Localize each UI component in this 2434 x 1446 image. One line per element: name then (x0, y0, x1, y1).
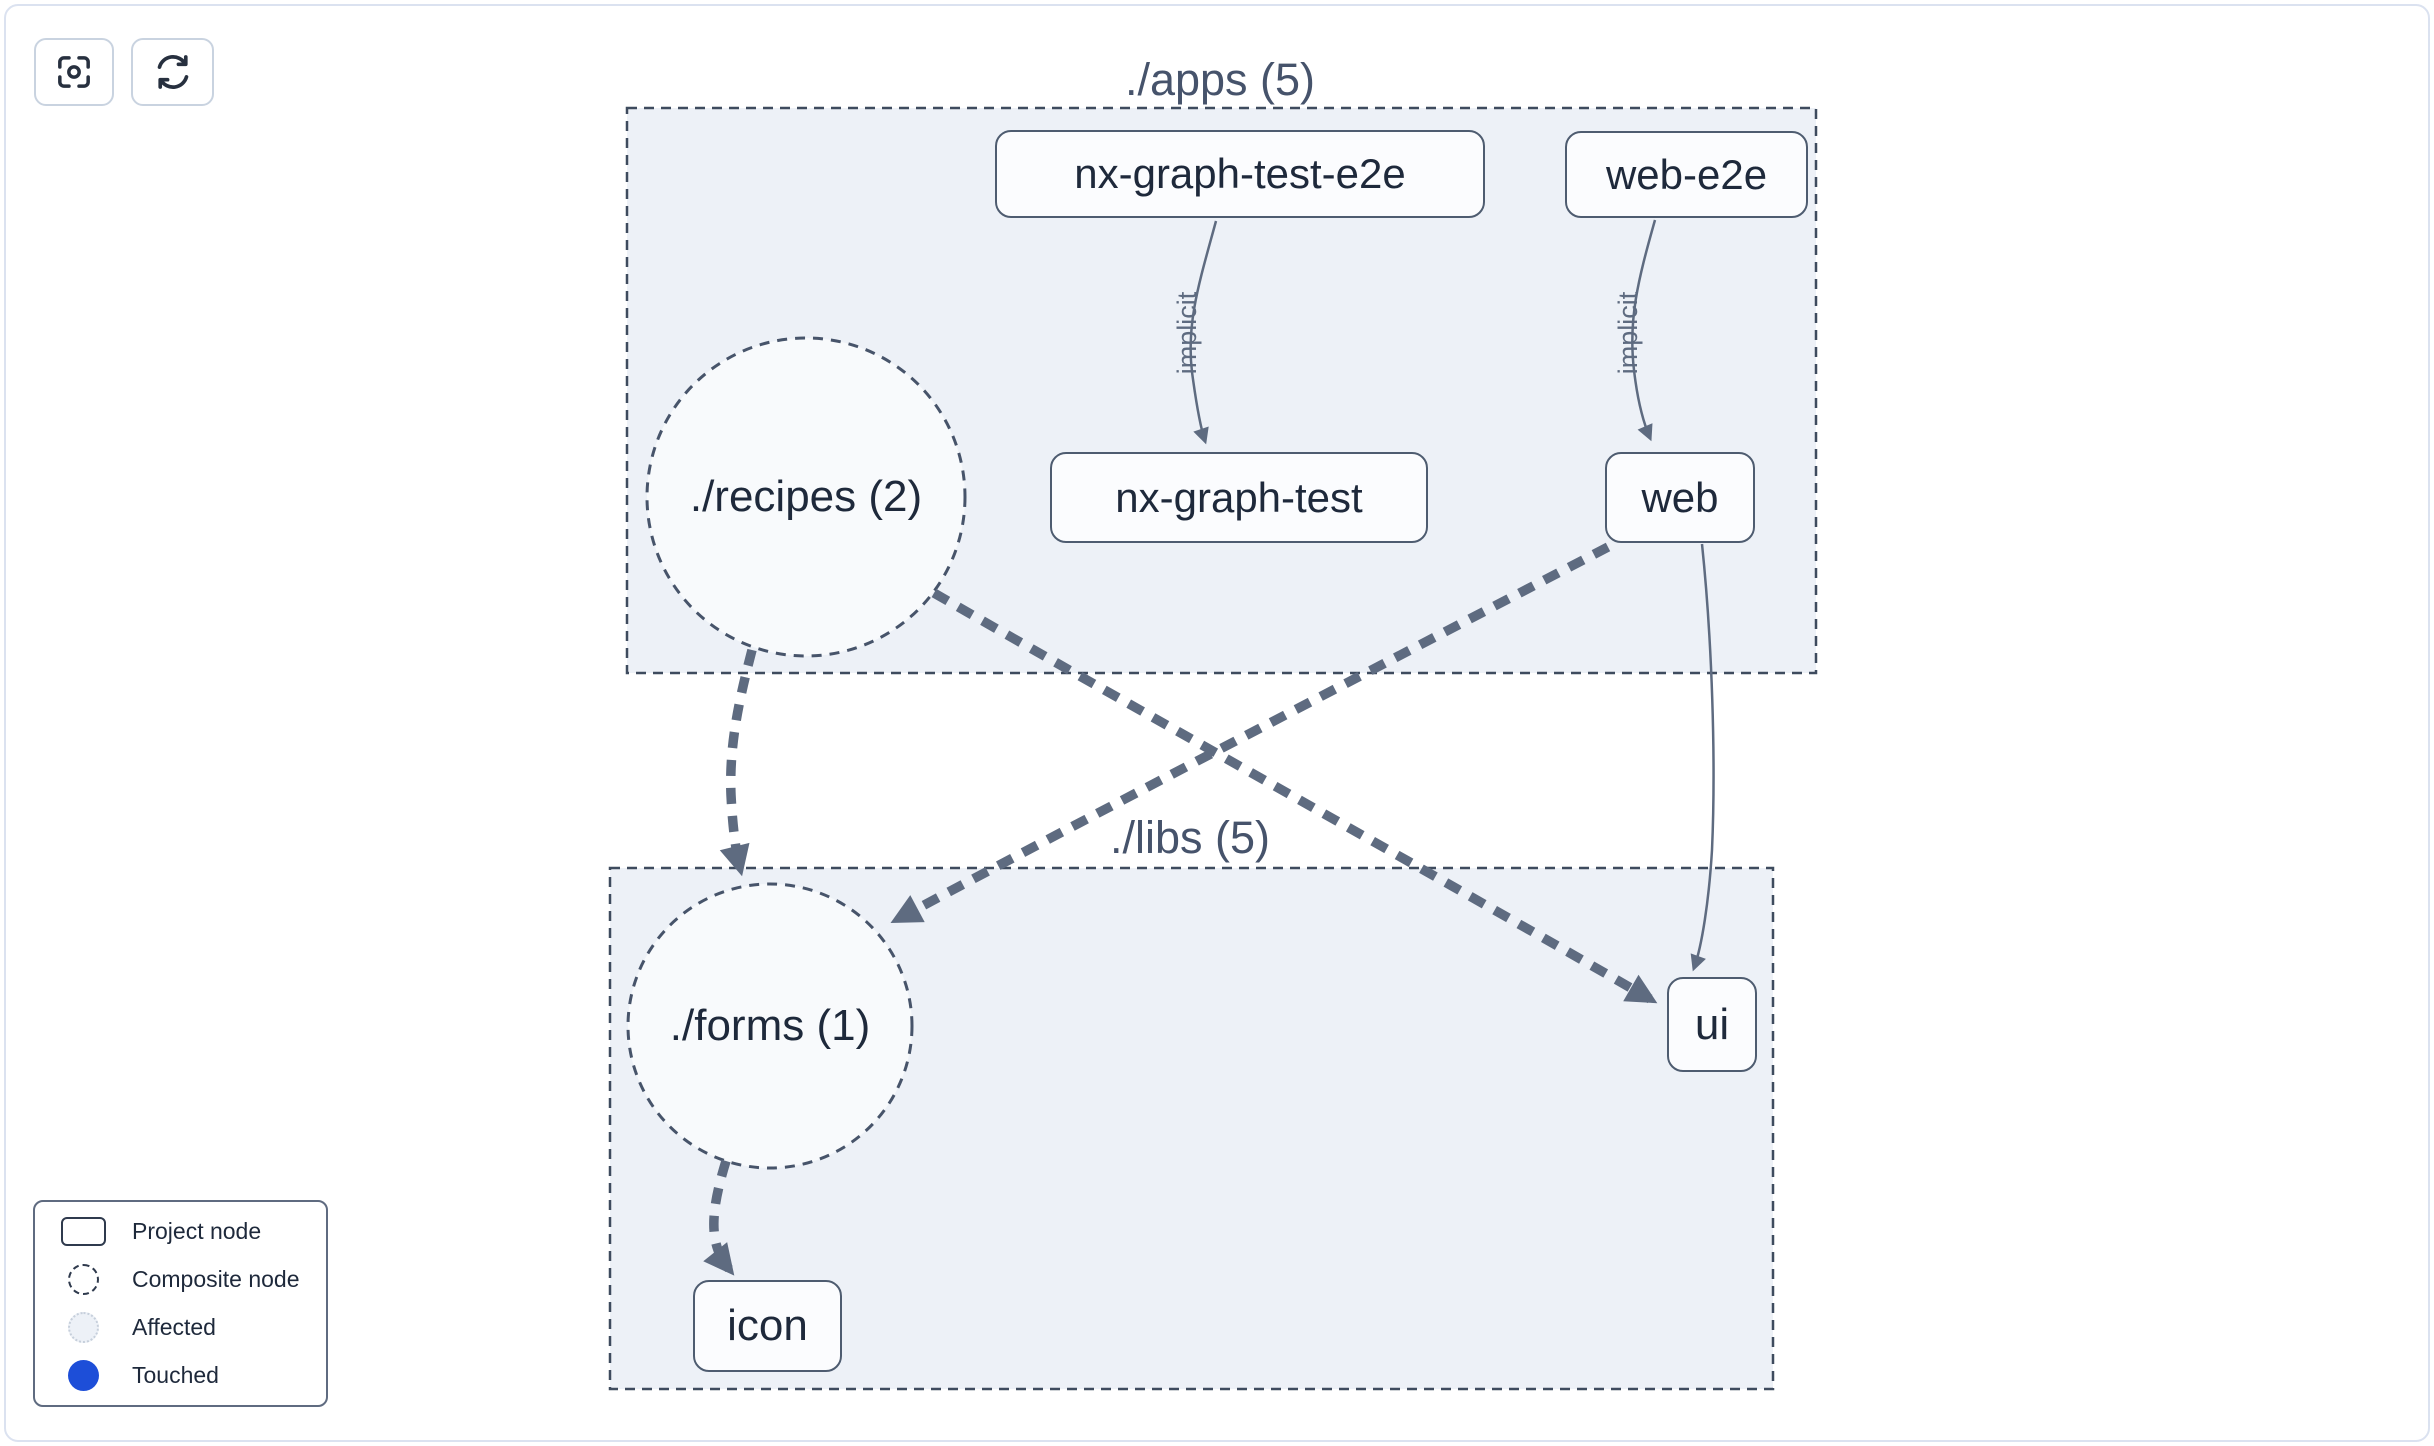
edge-label-implicit-2: implicit (1613, 291, 1643, 374)
group-label-apps: ./apps (5) (1124, 54, 1316, 105)
legend-item-affected: Affected (35, 1304, 326, 1352)
edge-forms-to-icon (703, 1159, 735, 1276)
touched-swatch-icon (68, 1359, 99, 1391)
group-label-libs: ./libs (5) (1109, 812, 1271, 863)
node-web-e2e[interactable]: web-e2e (1565, 131, 1808, 218)
legend: Project node Composite node Affected Tou… (33, 1200, 328, 1407)
node-icon[interactable]: icon (693, 1280, 842, 1372)
edge-web-to-ui (1690, 543, 1715, 972)
legend-item-project-node: Project node (35, 1208, 326, 1256)
node-nx-graph-test-e2e[interactable]: nx-graph-test-e2e (995, 130, 1485, 218)
edge-web-to-forms (890, 542, 1611, 924)
affected-swatch-icon (68, 1311, 99, 1343)
composite-node-recipes[interactable] (645, 336, 967, 658)
edge-label-implicit-1: implicit (1172, 291, 1202, 374)
edge-web-e2e-to-web (1631, 219, 1657, 442)
legend-item-touched: Touched (35, 1351, 326, 1399)
focus-crosshair-icon (54, 52, 94, 92)
legend-label: Composite node (132, 1266, 300, 1293)
composite-node-forms[interactable] (626, 882, 914, 1170)
composite-node-swatch-icon (68, 1264, 99, 1296)
edge-recipes-to-forms (719, 648, 757, 877)
project-node-swatch-icon (61, 1217, 106, 1247)
edge-nx-graph-test-e2e-to-nx-graph-test (1189, 220, 1218, 445)
node-web[interactable]: web (1605, 452, 1755, 543)
edge-recipes-to-ui (931, 588, 1658, 1004)
legend-label: Affected (132, 1313, 216, 1340)
node-ui[interactable]: ui (1667, 977, 1757, 1072)
node-nx-graph-test[interactable]: nx-graph-test (1050, 452, 1428, 543)
refresh-button[interactable] (131, 38, 214, 106)
refresh-arrows-icon (152, 51, 194, 93)
legend-label: Touched (132, 1361, 219, 1388)
legend-label: Project node (132, 1218, 262, 1245)
legend-item-composite-node: Composite node (35, 1256, 326, 1304)
focus-button[interactable] (34, 38, 114, 106)
